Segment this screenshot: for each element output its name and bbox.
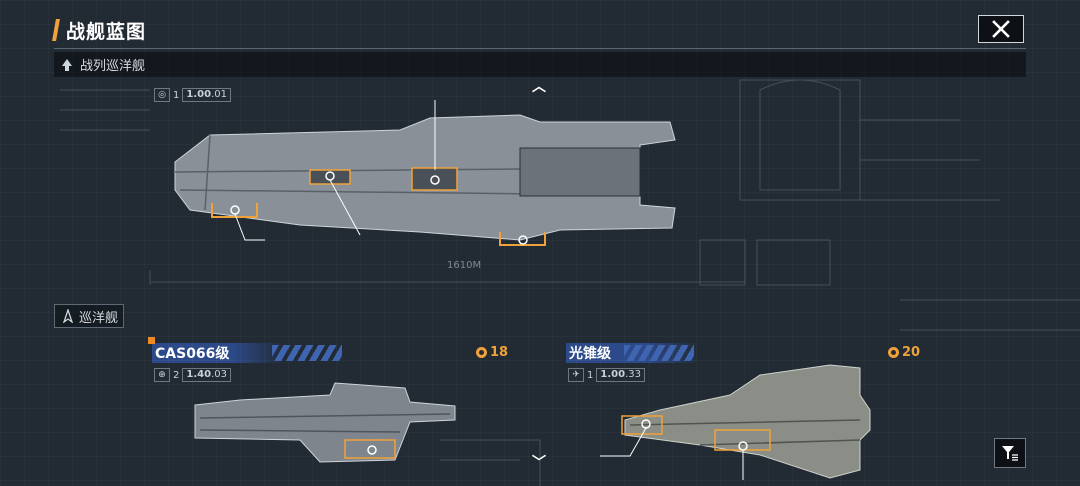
name-hatch <box>272 345 342 361</box>
featured-ship-art <box>174 100 676 246</box>
page-header: 战舰蓝图 <box>52 15 147 45</box>
faction-icon: ◎ <box>154 88 170 102</box>
ship-cost-guangzhui: 20 <box>888 345 920 360</box>
cruiser-class-icon <box>62 309 74 323</box>
battlecruiser-class-icon <box>62 58 72 71</box>
featured-ship-meta: ◎ 1 1.00.01 <box>154 88 231 102</box>
ship-meta-cas066: ⊕ 2 1.40.03 <box>154 368 231 382</box>
header-divider <box>54 48 1026 49</box>
scroll-down-icon[interactable]: ﹀ <box>532 455 546 471</box>
guangzhui-ship-art <box>600 364 871 480</box>
meta-sub: .01 <box>211 89 227 100</box>
ship-length-label: 1610M <box>447 260 482 271</box>
page-title: 战舰蓝图 <box>66 20 147 43</box>
filter-button[interactable] <box>994 438 1026 468</box>
close-icon <box>992 20 1010 38</box>
category-label: 巡洋舰 <box>79 310 119 326</box>
resource-icon <box>476 347 487 358</box>
header-accent-bar <box>52 19 60 41</box>
meta-value: 1.00 <box>186 89 212 100</box>
ship-badge-icon: ✈ <box>568 368 584 382</box>
meta-tier: 2 <box>173 369 180 381</box>
meta-value: 1.40 <box>186 369 212 380</box>
meta-sub: .33 <box>625 369 641 380</box>
ship-name: CAS066级 <box>155 346 230 362</box>
close-button[interactable] <box>978 15 1024 43</box>
ship-name: 光锥级 <box>569 346 611 362</box>
cost-value: 18 <box>490 345 509 360</box>
new-indicator <box>148 337 155 344</box>
meta-value: 1.00 <box>600 369 626 380</box>
meta-value-box: 1.00.01 <box>182 88 231 102</box>
resource-icon <box>888 347 899 358</box>
category-tab-cruiser[interactable]: 巡洋舰 <box>54 304 124 328</box>
cas066-ship-art <box>194 382 456 463</box>
ship-cost-cas066: 18 <box>476 345 508 360</box>
category-bar-battlecruiser[interactable]: 战列巡洋舰 <box>54 52 1026 77</box>
meta-sub: .03 <box>211 369 227 380</box>
scroll-up-icon[interactable]: ︿ <box>532 79 546 95</box>
ship-card-guangzhui[interactable]: 光锥级 <box>566 343 699 363</box>
cost-value: 20 <box>902 345 921 360</box>
category-label: 战列巡洋舰 <box>80 59 146 74</box>
globe-icon: ⊕ <box>154 368 170 382</box>
filter-icon <box>1002 446 1018 461</box>
meta-tier: 1 <box>587 369 594 381</box>
ship-card-cas066[interactable]: CAS066级 <box>152 343 342 363</box>
meta-value-box: 1.40.03 <box>182 368 231 382</box>
meta-value-box: 1.00.33 <box>596 368 645 382</box>
name-hatch <box>624 345 694 361</box>
ship-meta-guangzhui: ✈ 1 1.00.33 <box>568 368 645 382</box>
meta-tier: 1 <box>173 89 180 101</box>
